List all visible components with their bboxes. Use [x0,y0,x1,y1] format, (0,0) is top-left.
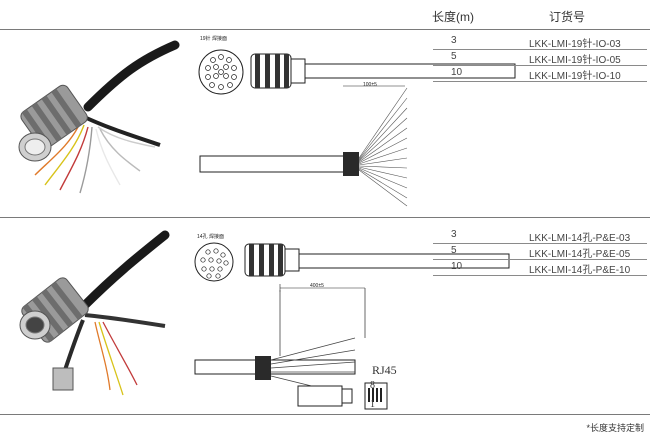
dimension-label-19: 100±5 [363,82,377,88]
connector-drawing-19pin [198,49,516,207]
rj45-pin-8: 8 [370,380,375,391]
connector-drawing-14hole [194,242,510,410]
cable-photo-14hole [19,230,170,396]
pin-face-label-19: 19针 焊接面 [200,36,227,42]
header-divider [0,29,650,30]
section-divider [0,217,650,218]
length-header: 长度(m) [432,10,474,24]
rj45-label: RJ45 [372,363,397,377]
dimension-label-14: 400±5 [310,283,324,289]
footer-note: *长度支持定制 [586,423,644,433]
rj45-pin-1: 1 [370,399,375,410]
cable-photo-19pin [18,40,180,194]
order-code-header: 订货号 [549,10,586,24]
bottom-divider [0,414,650,415]
pin-face-label-14: 14孔 焊接面 [197,234,224,240]
